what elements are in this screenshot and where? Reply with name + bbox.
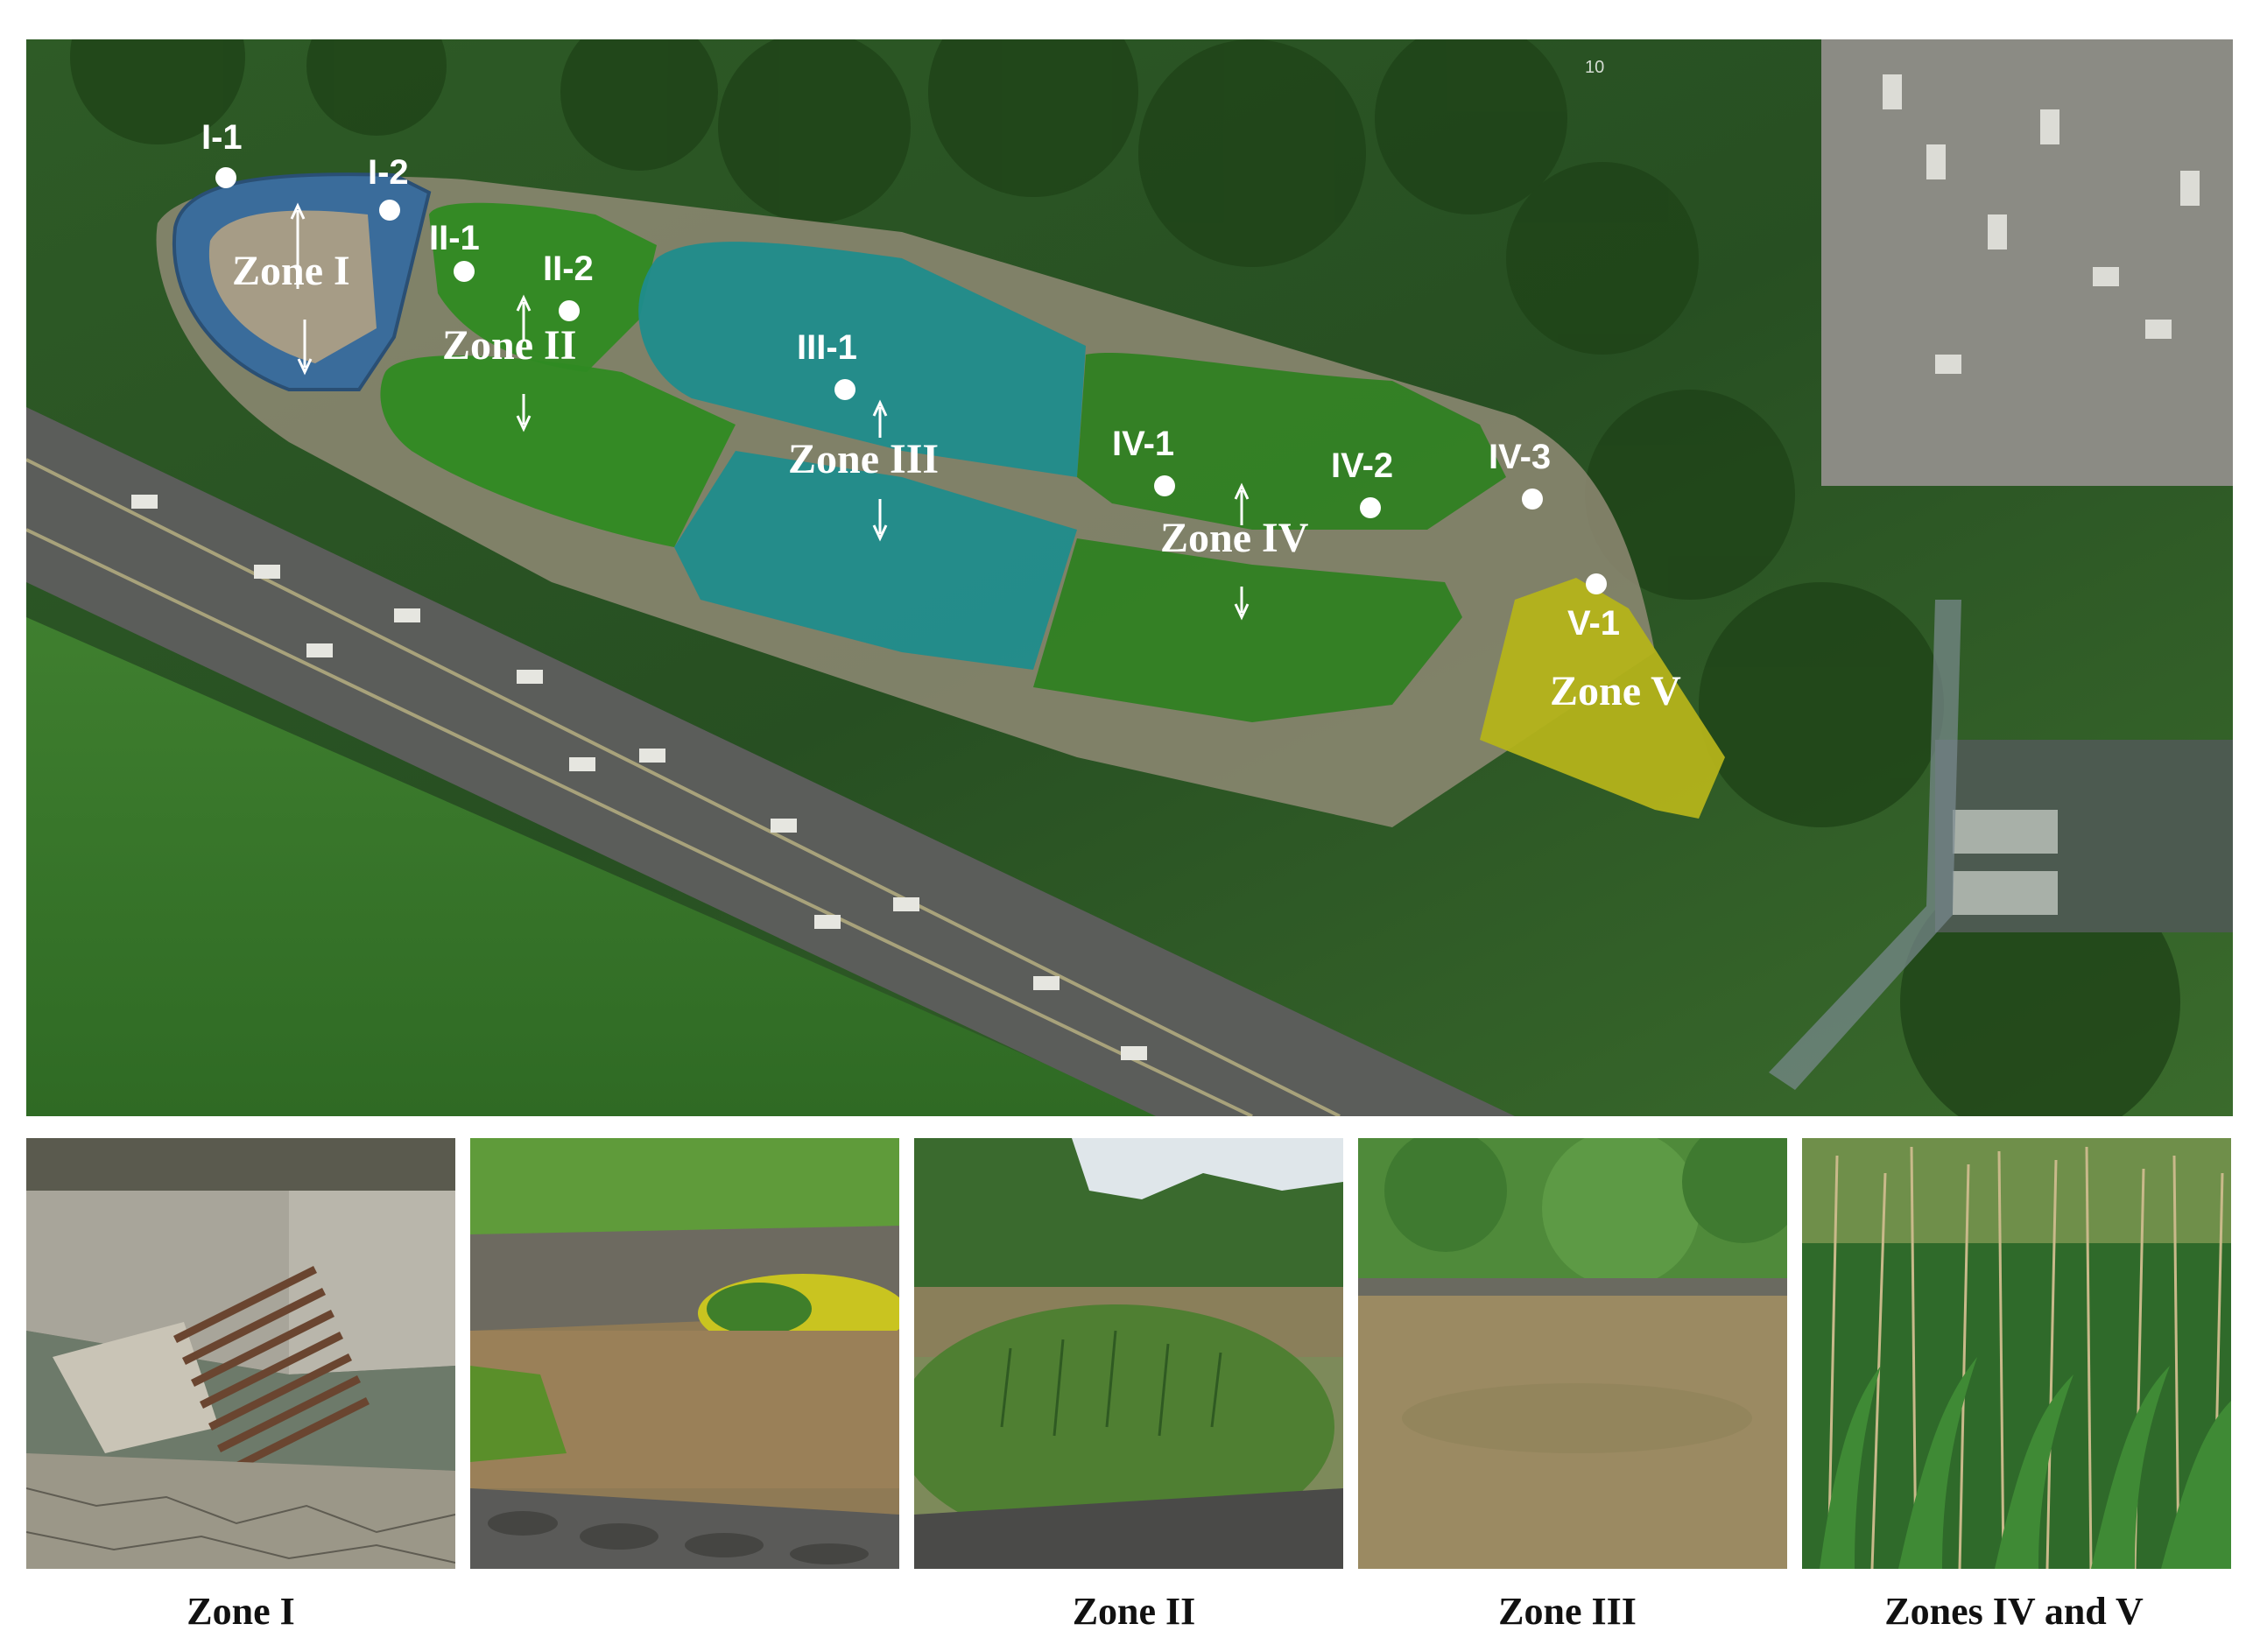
point-label-iv-1: IV-1 <box>1112 425 1174 463</box>
caption-zones-4-5: Zones IV and V <box>1884 1590 2144 1633</box>
photo-strip <box>26 1138 2233 1569</box>
zone-3-lower <box>674 451 1077 670</box>
traffic <box>131 495 1147 1060</box>
point-label-ii-2: II-2 <box>543 250 594 288</box>
photo-zone-4-5 <box>1802 1138 2231 1569</box>
caption-zone-2: Zone II <box>1072 1590 1196 1633</box>
zone-label-5: Zone V <box>1550 668 1681 714</box>
photo-zone-1 <box>26 1138 455 1569</box>
zone-1-sediment <box>208 210 377 363</box>
zone-label-3: Zone III <box>788 436 939 482</box>
aerial-map: I-1 I-2 II-1 II-2 III-1 IV-1 IV-2 IV-3 V… <box>26 39 2233 1116</box>
walkway <box>1769 600 1961 1090</box>
flow-arrows <box>290 202 1250 621</box>
point-label-ii-1: II-1 <box>429 219 480 257</box>
point-label-iv-2: IV-2 <box>1331 446 1393 485</box>
point-label-i-1: I-1 <box>201 118 243 157</box>
parked-cars <box>1883 74 2200 374</box>
point-label-v-1: V-1 <box>1567 604 1620 643</box>
tree-canopy <box>70 39 2180 1116</box>
zone-4-lower <box>1033 538 1462 722</box>
point-label-i-2: I-2 <box>368 153 409 192</box>
point-label-iv-3: IV-3 <box>1489 438 1551 476</box>
point-label-iii-1: III-1 <box>797 328 857 367</box>
highway <box>26 407 1515 1116</box>
zone-label-2: Zone II <box>442 322 576 369</box>
photo-zone-3 <box>914 1138 1343 1569</box>
zone-2-lower <box>380 355 736 547</box>
map-corner-text: 10 <box>1585 58 1604 77</box>
zone-label-4: Zone IV <box>1160 515 1309 561</box>
zone-4-upper <box>1077 352 1506 530</box>
caption-zone-1: Zone I <box>187 1590 295 1633</box>
photo-zone-2 <box>470 1138 899 1569</box>
zone-3-upper <box>638 242 1086 477</box>
zone-5-area <box>1480 578 1725 819</box>
sampling-points <box>215 167 1607 594</box>
parking-lot <box>1821 39 2233 486</box>
lawn <box>26 617 1165 1116</box>
zone-2-upper <box>429 202 657 372</box>
caption-zone-3: Zone III <box>1498 1590 1637 1633</box>
zone-label-1: Zone I <box>232 248 350 294</box>
photo-zone-3b <box>1358 1138 1787 1569</box>
